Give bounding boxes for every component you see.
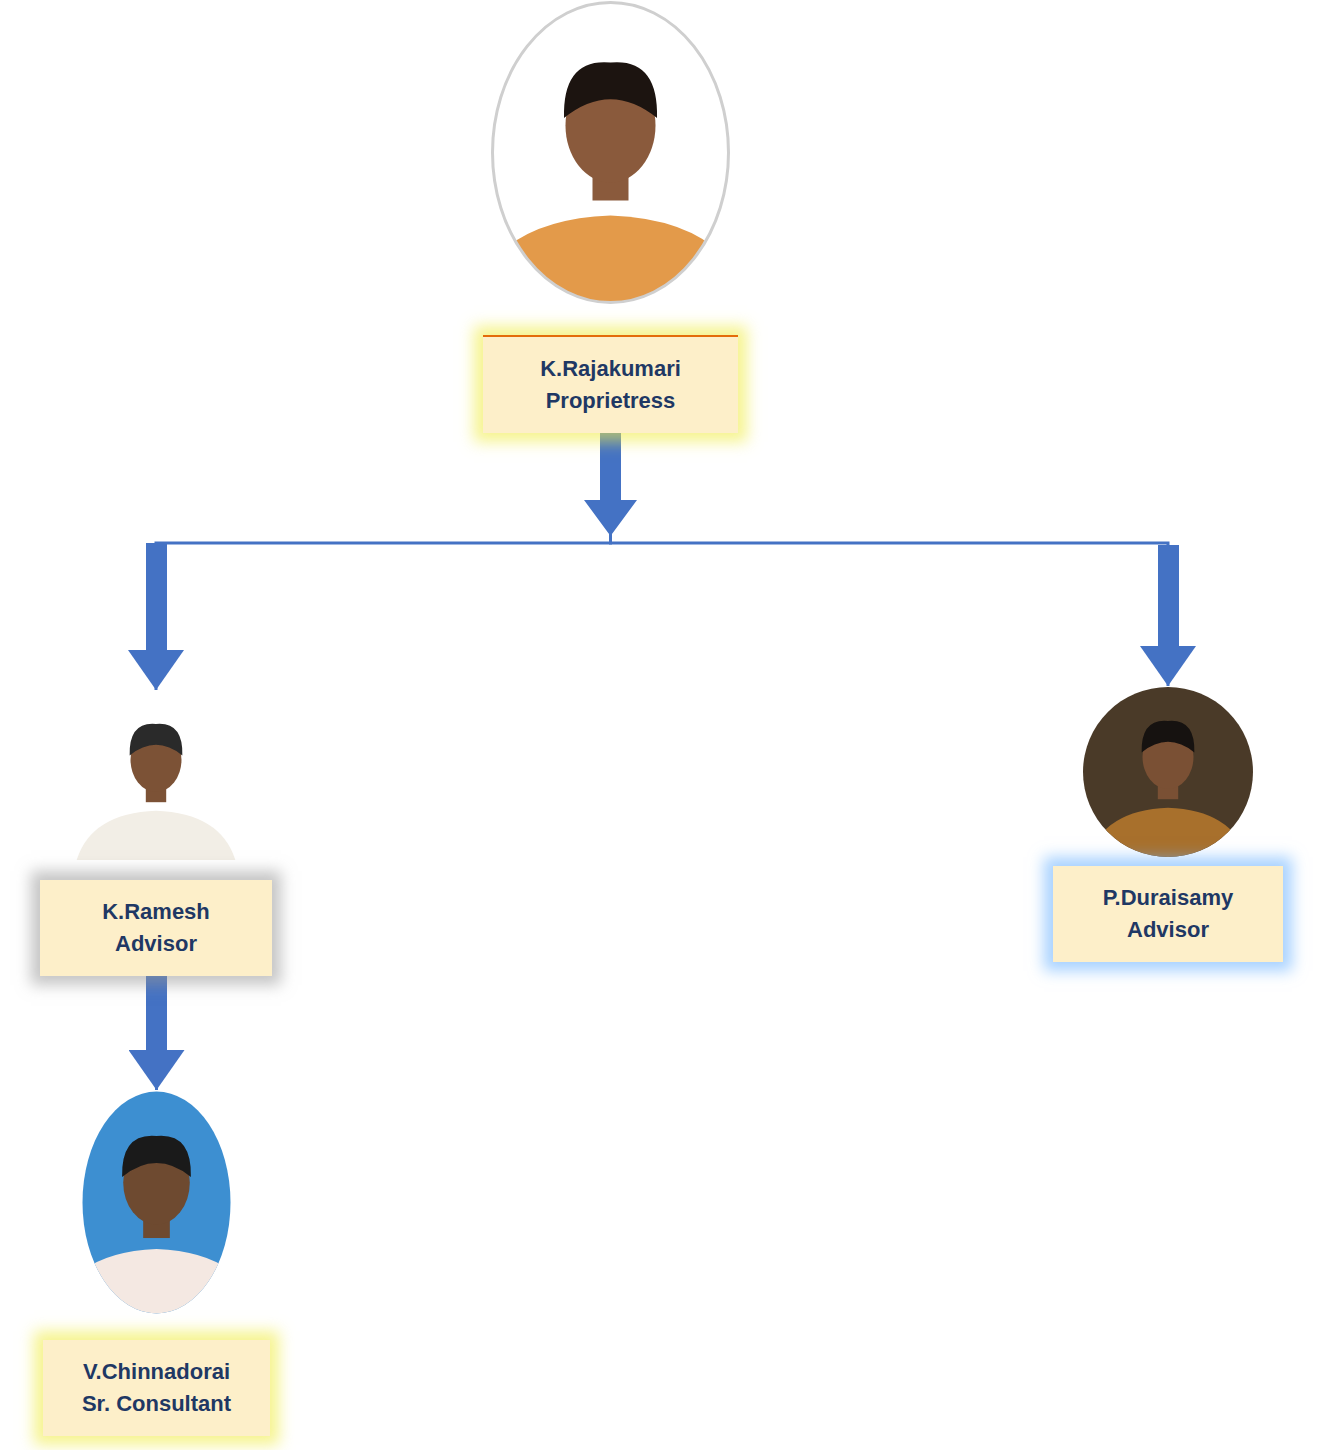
person-node: P.DuraisamyAdvisor xyxy=(1053,686,1283,962)
person-role: Proprietress xyxy=(493,385,728,417)
portrait-photo xyxy=(43,1090,270,1315)
person-name: K.Ramesh xyxy=(50,896,262,928)
person-role: Advisor xyxy=(50,928,262,960)
person-node: K.RajakumariProprietress xyxy=(483,0,738,433)
reporting-arrow xyxy=(611,433,1169,686)
person-role: Advisor xyxy=(1063,914,1273,946)
name-box: V.ChinnadoraiSr. Consultant xyxy=(43,1340,270,1436)
name-box: K.RameshAdvisor xyxy=(40,880,272,976)
portrait-photo xyxy=(1053,686,1283,858)
person-name: K.Rajakumari xyxy=(493,353,728,385)
portrait-photo xyxy=(40,690,272,860)
name-box: K.RajakumariProprietress xyxy=(483,335,738,433)
person-node: K.RameshAdvisor xyxy=(40,690,272,976)
reporting-arrow xyxy=(156,433,611,690)
person-name: P.Duraisamy xyxy=(1063,882,1273,914)
person-node: V.ChinnadoraiSr. Consultant xyxy=(43,1090,270,1436)
person-name: V.Chinnadorai xyxy=(53,1356,260,1388)
person-role: Sr. Consultant xyxy=(53,1388,260,1420)
name-box: P.DuraisamyAdvisor xyxy=(1053,866,1283,962)
portrait-photo xyxy=(483,0,738,305)
reporting-arrow xyxy=(155,976,158,1090)
